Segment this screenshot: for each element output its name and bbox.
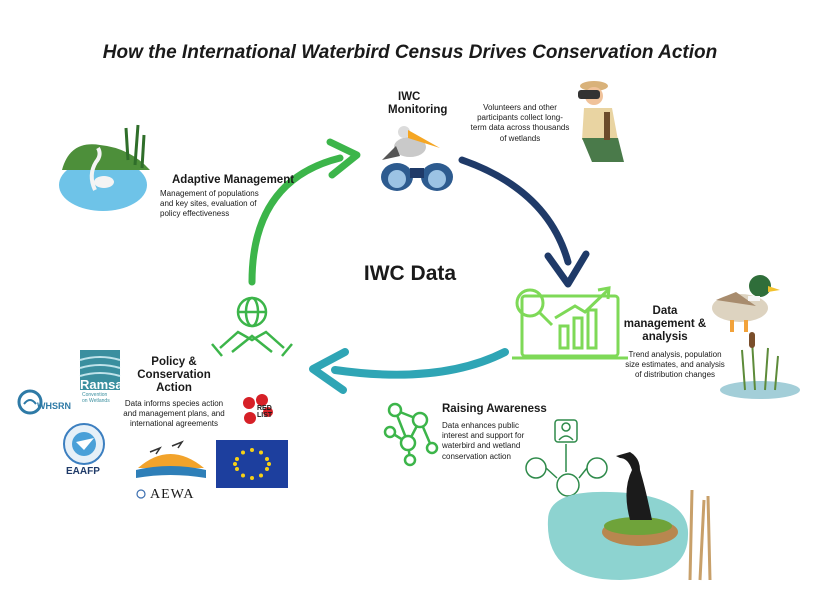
stage-policy-desc: Data informs species action and manageme…	[123, 399, 225, 429]
stage-data-heading: Data management & analysis	[623, 305, 707, 343]
stage-policy-heading: Policy & Conservation Action	[137, 356, 211, 394]
stage-monitoring-desc: Volunteers and other participants collec…	[470, 103, 570, 143]
aewa-logo	[136, 440, 206, 499]
arrow-head-green	[326, 138, 361, 179]
aewa-logo-text: AEWA	[150, 487, 195, 502]
ramsar-logo-text: Ramsar	[80, 377, 128, 392]
ramsar-logo	[79, 350, 121, 390]
network-icon	[383, 402, 439, 467]
heron-pond-icon	[59, 124, 150, 211]
pelican-binoculars-icon	[381, 126, 453, 191]
people-network-icon	[525, 419, 608, 497]
cormorant-island-icon	[547, 452, 712, 581]
arrow-monitoring-to-data	[458, 156, 572, 266]
stage-adaptive-heading: Adaptive Management	[172, 174, 295, 186]
stage-awareness-heading: Raising Awareness	[442, 403, 547, 415]
redlist-logo-text: RED LIST	[257, 405, 273, 419]
mallard-duck-icon	[712, 275, 780, 332]
stage-awareness-desc: Data enhances public interest and suppor…	[442, 421, 525, 461]
whsrn-logo-text: WHSRN	[37, 401, 71, 411]
data-chart-icon	[512, 286, 628, 360]
arrow-head-blue	[544, 250, 590, 288]
ramsar-logo-subtext: Convention on Wetlands	[82, 392, 110, 404]
birdwatcher-icon	[578, 81, 624, 162]
stage-adaptive-desc: Management of populations and key sites,…	[160, 189, 259, 219]
cycle-arrows	[248, 138, 590, 394]
eaafp-logo	[63, 423, 105, 465]
arrow-policy-to-monitoring	[248, 154, 344, 286]
eu-flag-logo	[216, 440, 288, 488]
arrow-head-teal	[309, 348, 349, 394]
handshake-globe-icon	[211, 296, 293, 357]
whsrn-logo	[17, 389, 43, 415]
arrow-data-to-awareness	[331, 348, 509, 379]
reed-pond-icon	[720, 332, 800, 399]
eaafp-logo-text: EAAFP	[66, 466, 100, 477]
stage-data-desc: Trend analysis, population size estimate…	[625, 350, 725, 380]
diagram-title: How the International Waterbird Census D…	[102, 42, 718, 63]
redlist-logo	[243, 394, 273, 424]
center-label: IWC Data	[363, 262, 457, 285]
stage-monitoring-heading: IWC Monitoring	[388, 91, 448, 116]
